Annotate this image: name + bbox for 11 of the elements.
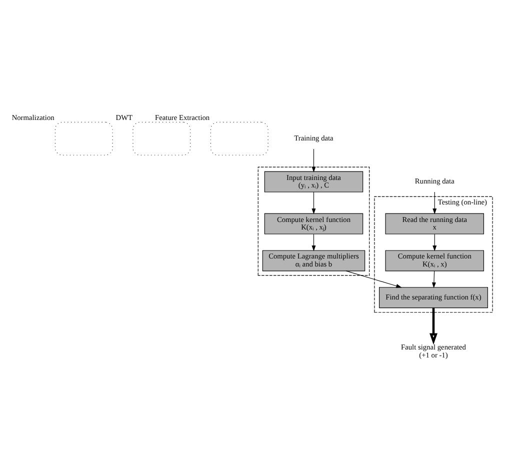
arrow [312, 148, 316, 172]
arrow [312, 192, 316, 214]
node-box [210, 122, 268, 156]
arrow [432, 234, 437, 252]
arrow [432, 192, 437, 214]
arrow [430, 308, 438, 345]
arrow [346, 270, 402, 288]
node-box [54, 122, 113, 156]
arrow [312, 234, 316, 252]
node-box [132, 122, 191, 156]
arrow [432, 270, 436, 288]
